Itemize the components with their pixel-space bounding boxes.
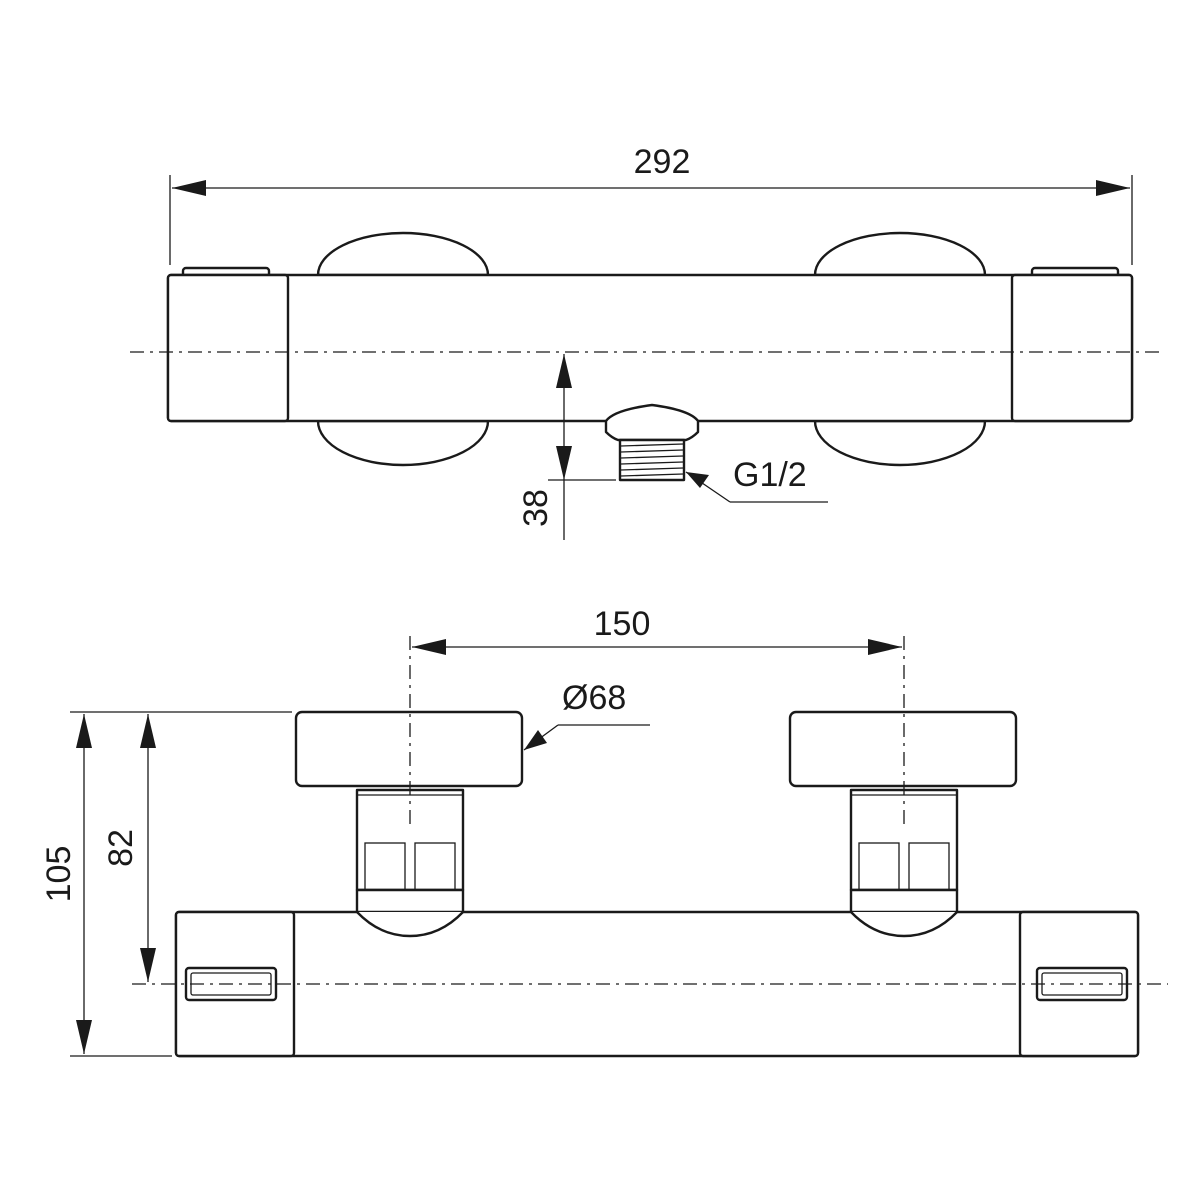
left-stem-base-front xyxy=(356,911,464,938)
arrow-right-292 xyxy=(1096,180,1130,196)
arrow-left-292 xyxy=(172,180,206,196)
dimension-label-38: 38 xyxy=(517,489,555,527)
right-handle-stem xyxy=(849,788,959,892)
left-handle-disc xyxy=(294,710,524,788)
dimension-label-82: 82 xyxy=(102,829,140,867)
right-wall-escutcheon-front xyxy=(813,419,987,467)
left-handle-stem xyxy=(355,788,465,892)
dimension-label-150: 150 xyxy=(594,605,651,643)
arrow-right-150 xyxy=(868,639,902,655)
arrow-diameter-leader xyxy=(524,730,547,750)
dimension-label-292: 292 xyxy=(634,143,691,181)
right-wall-escutcheon-back xyxy=(813,231,987,277)
arrow-top-105 xyxy=(76,714,92,748)
thread-lines xyxy=(620,443,684,477)
right-stem-base-front xyxy=(850,911,958,938)
arrow-thread-leader xyxy=(686,472,709,488)
thread-label: G1/2 xyxy=(733,456,807,494)
outlet-thread xyxy=(618,438,686,482)
front-view: 150 Ø68 105 82 xyxy=(40,605,1168,1058)
arrow-left-150 xyxy=(412,639,446,655)
arrow-bottom-82 xyxy=(140,948,156,982)
right-end-cap-top xyxy=(1010,273,1134,423)
arrow-bottom-38 xyxy=(556,446,572,480)
right-handle-disc xyxy=(788,710,1018,788)
diameter-label: Ø68 xyxy=(562,679,626,717)
left-end-cap-top xyxy=(166,273,290,423)
arrow-bottom-105 xyxy=(76,1020,92,1054)
arrow-top-38 xyxy=(556,354,572,388)
top-view: 292 38 G1/2 xyxy=(130,143,1165,540)
dimension-label-105: 105 xyxy=(40,846,78,903)
outlet-nut xyxy=(604,403,700,442)
left-wall-escutcheon-front xyxy=(316,419,490,467)
arrow-top-82 xyxy=(140,714,156,748)
thermostat-body-top xyxy=(166,273,1134,423)
left-wall-escutcheon-back xyxy=(316,231,490,277)
